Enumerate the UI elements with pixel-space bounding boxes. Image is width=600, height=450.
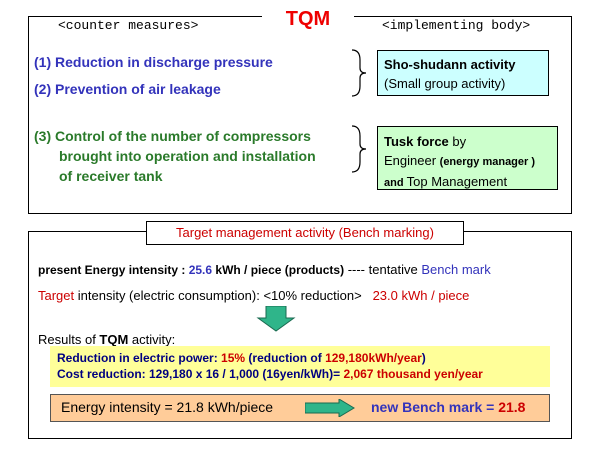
body-2-energy-manager: (energy manager ): [439, 156, 536, 168]
present-bench: Bench mark: [421, 262, 491, 277]
present-energy-intensity: present Energy intensity : 25.6 kWh / pi…: [38, 262, 491, 277]
results-label: Results of TQM activity:: [38, 332, 175, 347]
cost-label: Cost reduction: 129,180 x 16 / 1,000 (16…: [57, 367, 344, 381]
target-label-rest: intensity (electric consumption):: [74, 288, 264, 303]
implementing-body-task-force: Tusk force by Engineer (energy manager )…: [377, 126, 558, 190]
body-2-title: Tusk force: [384, 134, 449, 149]
body-2-and: and: [384, 177, 407, 189]
target-management-title: Target management activity (Bench markin…: [146, 221, 464, 245]
measure-3-line-3: of receiver tank: [59, 168, 163, 184]
present-label: present Energy intensity :: [38, 263, 189, 277]
implementing-body-small-group: Sho-shudann activity (Small group activi…: [377, 50, 549, 96]
reduction-close: ): [421, 351, 426, 365]
results-tqm: TQM: [99, 332, 129, 347]
measure-2: (2) Prevention of air leakage: [34, 81, 221, 97]
results-summary-box: Reduction in electric power: 15% (reduct…: [50, 346, 550, 387]
brace-icon: [351, 49, 367, 97]
present-dash: ---- tentative: [344, 262, 422, 277]
reduction-of: (reduction of: [245, 351, 326, 365]
reduction-label: Reduction in electric power:: [57, 351, 222, 365]
bench-mark-box: Energy intensity = 21.8 kWh/piece new Be…: [50, 394, 550, 422]
counter-measures-header: <counter measures>: [58, 18, 199, 33]
measure-3-line-1: (3) Control of the number of compressors: [34, 128, 311, 144]
cost-value: 2,067 thousand yen/year: [343, 367, 483, 381]
page-title: TQM: [262, 6, 354, 32]
present-unit: kWh / piece (products): [212, 263, 345, 277]
bench-label: new Bench mark =: [371, 399, 499, 415]
energy-intensity-result: Energy intensity = 21.8 kWh/piece: [61, 399, 274, 415]
right-arrow-icon: [305, 399, 355, 417]
body-2-top-management: Top Management: [406, 174, 508, 189]
body-1-subtitle: (Small group activity): [384, 76, 506, 91]
cost-line: Cost reduction: 129,180 x 16 / 1,000 (16…: [57, 366, 543, 382]
bench-value: 21.8: [498, 399, 526, 415]
measure-1: (1) Reduction in discharge pressure: [34, 54, 273, 70]
measure-3: (3) Control of the number of compressors…: [34, 126, 344, 186]
body-2-by: by: [448, 134, 467, 149]
reduction-line: Reduction in electric power: 15% (reduct…: [57, 350, 543, 366]
reduction-kwh: 129,180kWh/year: [325, 351, 422, 365]
body-2-engineer: Engineer: [384, 153, 440, 168]
new-bench-mark: new Bench mark = 21.8: [371, 399, 525, 415]
implementing-body-header: <implementing body>: [382, 18, 531, 33]
brace-icon: [351, 125, 367, 173]
target-value: 23.0 kWh / piece: [361, 288, 470, 303]
target-label: Target: [38, 288, 75, 303]
reduction-percent: 15%: [221, 351, 246, 365]
body-1-title: Sho-shudann activity: [384, 57, 516, 72]
present-value: 25.6: [188, 263, 213, 277]
results-post: activity:: [128, 332, 176, 347]
results-pre: Results of: [38, 332, 100, 347]
measure-3-line-2: brought into operation and installation: [59, 148, 316, 164]
target-reduction: <10% reduction>: [263, 288, 362, 303]
down-arrow-icon: [256, 306, 296, 332]
target-intensity: Target intensity (electric consumption):…: [38, 288, 469, 303]
